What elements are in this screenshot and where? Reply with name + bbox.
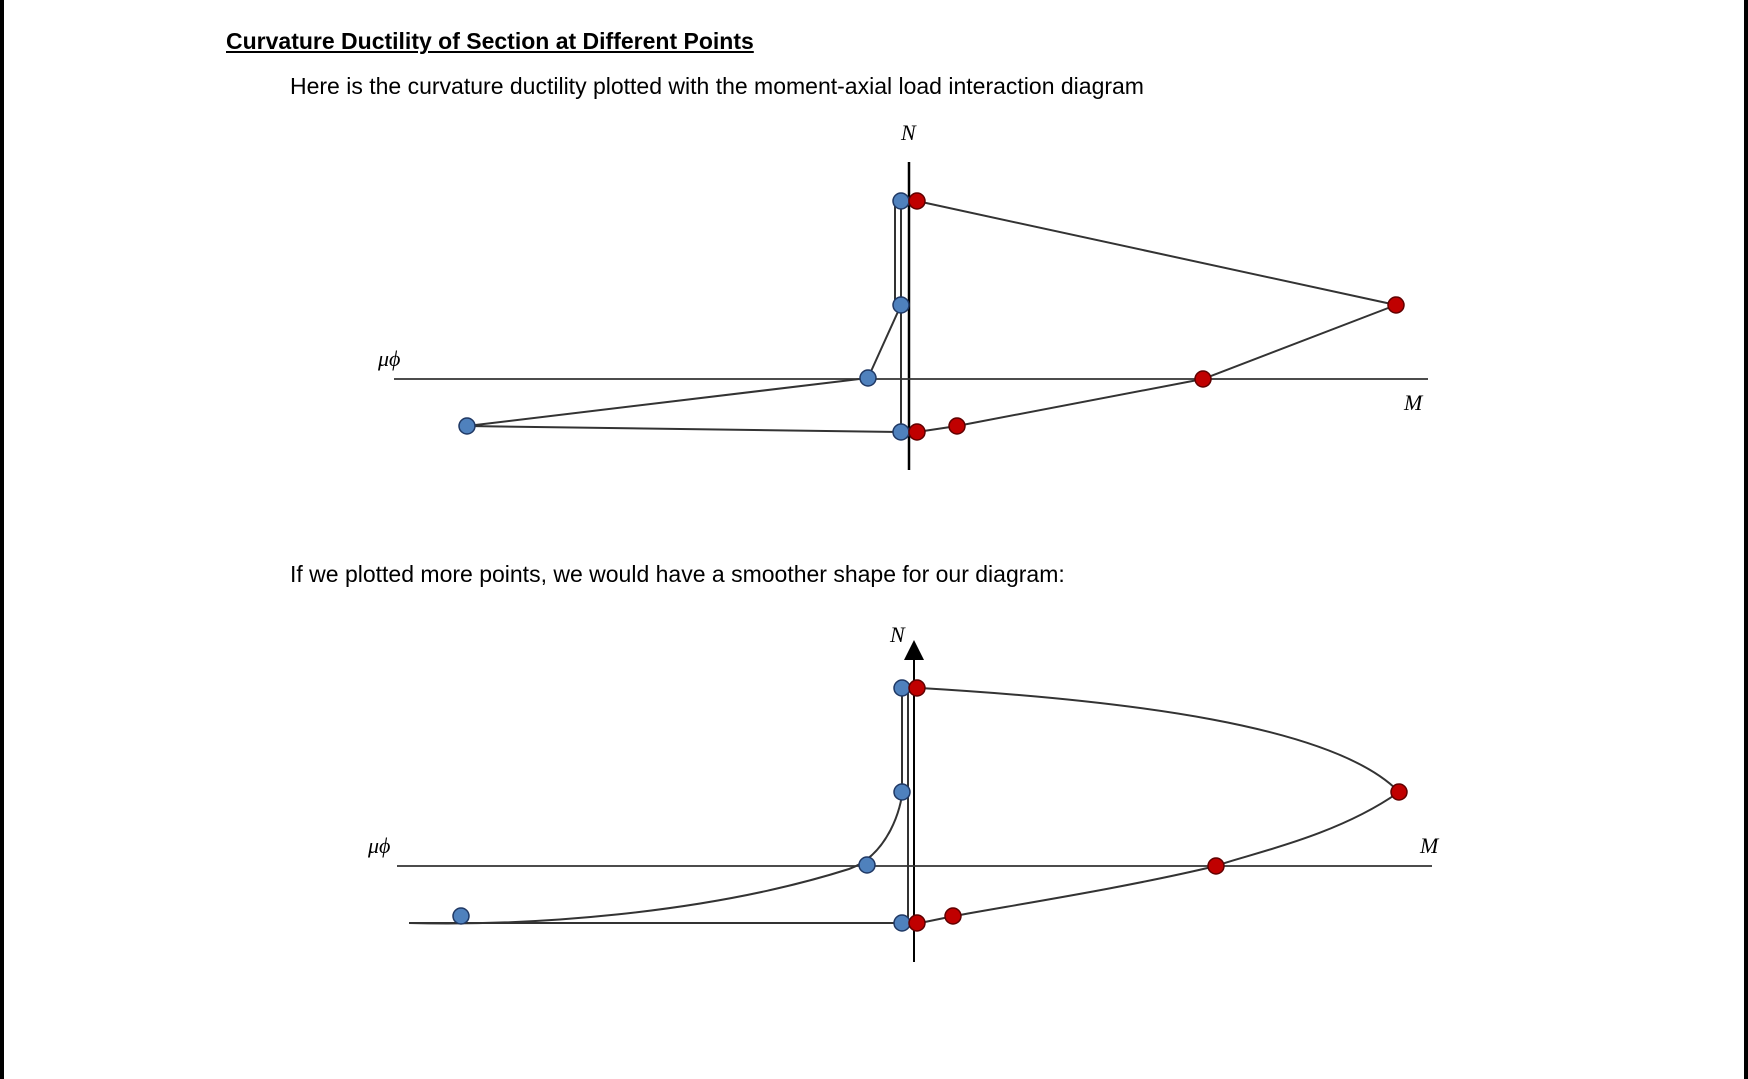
diagram-1-mu-phi-label: μϕ (377, 346, 400, 371)
diagram-1-ductility-point (458, 417, 476, 435)
diagram-2-mu-phi-label: μϕ (367, 833, 390, 858)
diagram-1-interaction-point (908, 192, 926, 210)
diagram-2-interaction-point (1207, 857, 1225, 875)
diagram-1-m-label: M (1403, 390, 1424, 415)
diagram-1-ductility-point (892, 423, 910, 441)
diagram-2-ductility-curve (408, 688, 903, 925)
diagram-1-interaction-point (908, 423, 926, 441)
diagram-2-ductility-point (858, 856, 876, 874)
diagram-2-interaction-point (1390, 783, 1408, 801)
diagram-1-ductility-point (859, 369, 877, 387)
intro-paragraph: Here is the curvature ductility plotted … (290, 73, 1144, 99)
smooth-diagram-paragraph: If we plotted more points, we would have… (290, 561, 1065, 587)
document-page: Curvature Ductility of Section at Differ… (4, 0, 1744, 1079)
diagram-2-interaction-point (944, 907, 962, 925)
diagram-2-ductility-point (893, 679, 911, 697)
diagram-1-interaction-point (1194, 370, 1212, 388)
diagram-1-ductility-point (892, 296, 910, 314)
diagram-2-ductility-point (893, 783, 911, 801)
diagram-1-ductility-point (892, 192, 910, 210)
diagram-1-interaction-point (948, 417, 966, 435)
diagram-1-n-label: N (900, 120, 917, 145)
diagram-1-ductility-curve (466, 201, 902, 434)
diagram-1-interaction-point (1387, 296, 1405, 314)
diagram-2-interaction-point (908, 679, 926, 697)
diagram-2-m-label: M (1419, 833, 1440, 858)
diagram-2-ductility-point (893, 914, 911, 932)
diagram-1-interaction-curve (916, 200, 1400, 433)
diagram-2-interaction-point (908, 914, 926, 932)
diagram-2-ductility-point (452, 907, 470, 925)
figures-canvas: N M μϕ N M μϕ (367, 120, 1440, 962)
diagram-2: N M μϕ (367, 622, 1440, 962)
diagram-2-n-label: N (889, 622, 906, 647)
section-heading: Curvature Ductility of Section at Differ… (226, 28, 754, 54)
diagram-1: N M μϕ (377, 120, 1428, 470)
diagram-2-interaction-curve (919, 687, 1401, 924)
